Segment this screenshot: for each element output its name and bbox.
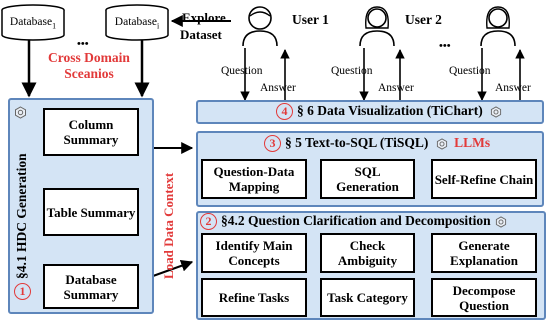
table-summary-box: Table Summary <box>43 188 139 236</box>
user-2-icon <box>359 6 395 46</box>
question-label-1: Question <box>221 65 263 77</box>
cross-domain-line-2: Sceanios <box>64 66 114 81</box>
hdc-title-text: §4.1 HDC Generation <box>14 153 29 279</box>
step-4-badge: 4 <box>276 103 293 121</box>
llm-chip-icon <box>491 106 502 118</box>
user-2-label: User 2 <box>405 12 442 27</box>
clar-title-text: §4.2 Question Clarification and Decompos… <box>221 213 491 228</box>
database-label: Database <box>9 16 53 28</box>
user-1-icon <box>242 6 278 46</box>
user-3-icon <box>480 6 516 46</box>
cross-domain-line-1: Cross Domain <box>48 50 130 65</box>
database-sub: 1 <box>52 21 57 31</box>
llm-chip-icon <box>436 138 447 150</box>
database-cylinder-icon <box>1 4 65 41</box>
question-clarification-title: 2 §4.2 Question Clarification and Decompo… <box>200 213 507 231</box>
database-1: Database1 <box>0 4 66 42</box>
data-visualization-title: 4 § 6 Data Visualization (TiChart) <box>276 103 502 121</box>
task-category-box: Task Category <box>320 278 415 317</box>
refine-tasks-box: Refine Tasks <box>201 278 307 317</box>
step-3-badge: 3 <box>264 135 281 153</box>
text-to-sql-title: 3 § 5 Text-to-SQL (TiSQL) LLMs <box>264 135 491 153</box>
database-summary-box: Database Summary <box>43 264 139 309</box>
load-data-context-label: Load Data Context <box>161 172 176 279</box>
database-label: Database <box>114 16 157 28</box>
sql-generation-box: SQL Generation <box>320 159 415 199</box>
answer-label-3: Answer <box>495 82 531 94</box>
tisql-title-text: § 5 Text-to-SQL (TiSQL) <box>285 135 429 150</box>
answer-label-1: Answer <box>260 82 296 94</box>
explore-dataset-label: Explore Dataset <box>180 9 226 43</box>
database-sub: i <box>156 21 160 31</box>
data-visualization-panel <box>196 100 544 124</box>
explore-line-1: Explore <box>182 10 226 25</box>
answer-label-2: Answer <box>378 82 414 94</box>
question-data-mapping-box: Question-Data Mapping <box>201 159 307 199</box>
llm-chip-icon <box>495 216 507 228</box>
question-label-2: Question <box>331 65 373 77</box>
column-summary-box: Column Summary <box>43 108 139 156</box>
user-1-label: User 1 <box>292 12 329 27</box>
cross-domain-label: Cross Domain Sceanios <box>32 50 146 82</box>
self-refine-chain-box: Self-Refine Chain <box>431 159 537 199</box>
generate-explanation-box: Generate Explanation <box>431 233 537 273</box>
database-i: Databasei <box>104 4 170 42</box>
llm-chip-icon <box>15 106 26 119</box>
explore-line-2: Dataset <box>180 27 222 42</box>
step-1-badge: 1 <box>14 283 32 300</box>
users-ellipsis: ••• <box>439 40 451 52</box>
check-ambiguity-box: Check Ambiguity <box>320 233 415 273</box>
question-label-3: Question <box>449 65 491 77</box>
database-cylinder-icon <box>105 4 169 41</box>
identify-main-concepts-box: Identify Main Concepts <box>201 233 307 273</box>
decompose-question-box: Decompose Question <box>431 278 537 317</box>
step-2-badge: 2 <box>200 213 217 231</box>
viz-title-text: § 6 Data Visualization (TiChart) <box>297 103 483 118</box>
database-ellipsis: ••• <box>77 38 89 50</box>
llms-label: LLMs <box>454 135 491 150</box>
hdc-generation-title: 1 §4.1 HDC Generation <box>14 100 34 300</box>
